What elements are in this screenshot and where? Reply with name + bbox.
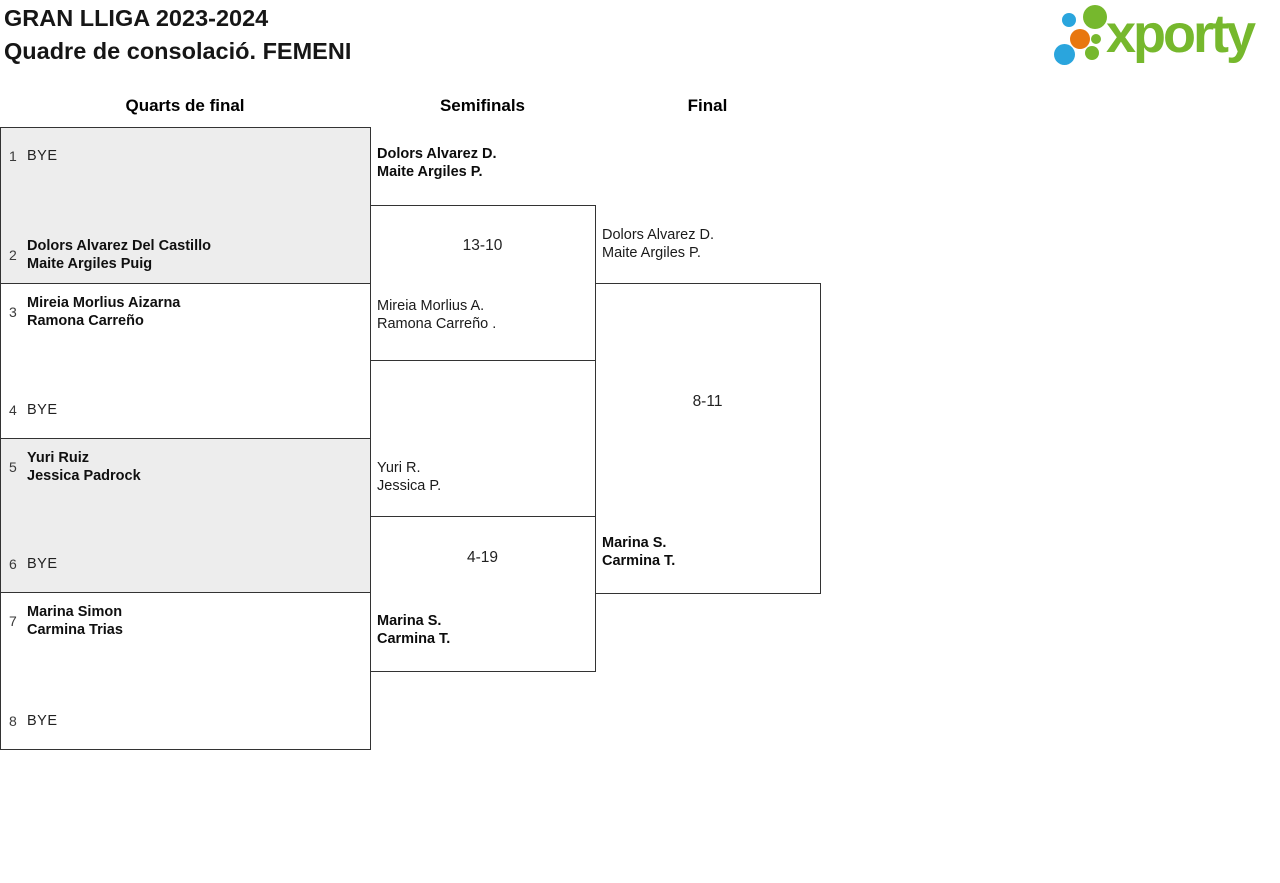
seed-number: 6 <box>9 556 17 572</box>
page-subtitle: Quadre de consolació. FEMENI <box>4 38 352 64</box>
match-box-qf4: 7 Marina Simon Carmina Trias 8 BYE <box>0 592 371 750</box>
match-box-qf3: 5 Yuri Ruiz Jessica Padrock 6 BYE <box>0 438 371 593</box>
seed-number: 3 <box>9 304 17 320</box>
team-name: Dolors Alvarez D. <box>602 227 715 243</box>
sf1-top-team-label: Dolors Alvarez D. Maite Argiles P. <box>377 145 497 181</box>
bracket-slot-5: 5 Yuri Ruiz Jessica Padrock <box>1 448 370 486</box>
team-name: Marina S. <box>377 613 442 629</box>
match-score-sf2: 4-19 <box>466 549 499 566</box>
seed-number: 8 <box>9 713 17 729</box>
match-box-final <box>595 283 821 594</box>
logo-dot-green-large <box>1083 5 1107 29</box>
team-name: Mireia Morlius A. <box>377 298 485 314</box>
team-name: Carmina T. <box>377 631 451 647</box>
bracket-slot-2: 2 Dolors Alvarez Del Castillo Maite Argi… <box>1 236 370 274</box>
team-name: BYE <box>27 713 58 729</box>
final-bottom-team-label: Marina S. Carmina T. <box>602 534 675 570</box>
header: GRAN LLIGA 2023-2024 Quadre de consolaci… <box>4 2 351 68</box>
team-name: BYE <box>27 556 58 572</box>
final-top-team-label: Dolors Alvarez D. Maite Argiles P. <box>602 226 714 262</box>
bracket-slot-4: 4 BYE <box>1 391 370 429</box>
team-name: Yuri R. <box>377 460 421 476</box>
round-header-final: Final <box>687 96 728 115</box>
team-name: Dolors Alvarez D. <box>377 146 497 162</box>
team-name: Jessica Padrock <box>27 468 141 484</box>
match-score-sf1: 13-10 <box>462 237 503 254</box>
team-name: Jessica P. <box>377 478 442 494</box>
team-name: Carmina Trias <box>27 622 123 638</box>
team-name: Ramona Carreño <box>27 313 144 329</box>
bracket-slot-6: 6 BYE <box>1 545 370 583</box>
team-name: Yuri Ruiz <box>27 450 90 466</box>
sf2-bottom-team-label: Marina S. Carmina T. <box>377 612 450 648</box>
match-box-qf1: 1 BYE 2 Dolors Alvarez Del Castillo Mait… <box>0 127 371 284</box>
logo-dot-green-small <box>1085 46 1099 60</box>
round-header-quarterfinals: Quarts de final <box>125 96 245 115</box>
match-score-final: 8-11 <box>692 393 723 410</box>
seed-number: 7 <box>9 613 17 629</box>
bracket-slot-8: 8 BYE <box>1 702 370 740</box>
sf2-top-team-label: Yuri R. Jessica P. <box>377 459 441 495</box>
sf1-bottom-team-label: Mireia Morlius A. Ramona Carreño . <box>377 297 496 333</box>
seed-number: 2 <box>9 247 17 263</box>
logo-dot-blue-large <box>1054 44 1075 65</box>
team-name: Marina Simon <box>27 604 123 620</box>
logo-dot-orange <box>1070 29 1090 49</box>
team-name: BYE <box>27 402 58 418</box>
team-name: BYE <box>27 148 58 164</box>
seed-number: 5 <box>9 459 17 475</box>
team-name: Mireia Morlius Aizarna <box>27 295 181 311</box>
team-name: Maite Argiles Puig <box>27 256 153 272</box>
team-name: Maite Argiles P. <box>602 245 701 261</box>
team-name: Ramona Carreño . <box>377 316 497 332</box>
xporty-logo[interactable]: xporty <box>1050 0 1280 78</box>
logo-dot-blue-small <box>1062 13 1076 27</box>
match-box-qf2: 3 Mireia Morlius Aizarna Ramona Carreño … <box>0 283 371 439</box>
seed-number: 1 <box>9 148 17 164</box>
match-box-sf1 <box>370 205 596 361</box>
logo-dot-green-tiny <box>1091 34 1101 44</box>
logo-wordmark: xporty <box>1106 4 1256 64</box>
team-name: Marina S. <box>602 535 667 551</box>
bracket-slot-7: 7 Marina Simon Carmina Trias <box>1 602 370 640</box>
match-box-sf2 <box>370 516 596 672</box>
team-name: Dolors Alvarez Del Castillo <box>27 238 211 254</box>
team-name: Carmina T. <box>602 553 676 569</box>
bracket-slot-1: 1 BYE <box>1 137 370 175</box>
round-header-semifinals: Semifinals <box>439 96 526 115</box>
bracket-slot-3: 3 Mireia Morlius Aizarna Ramona Carreño <box>1 293 370 331</box>
team-name: Maite Argiles P. <box>377 164 483 180</box>
seed-number: 4 <box>9 402 17 418</box>
page-title: GRAN LLIGA 2023-2024 <box>4 5 269 31</box>
